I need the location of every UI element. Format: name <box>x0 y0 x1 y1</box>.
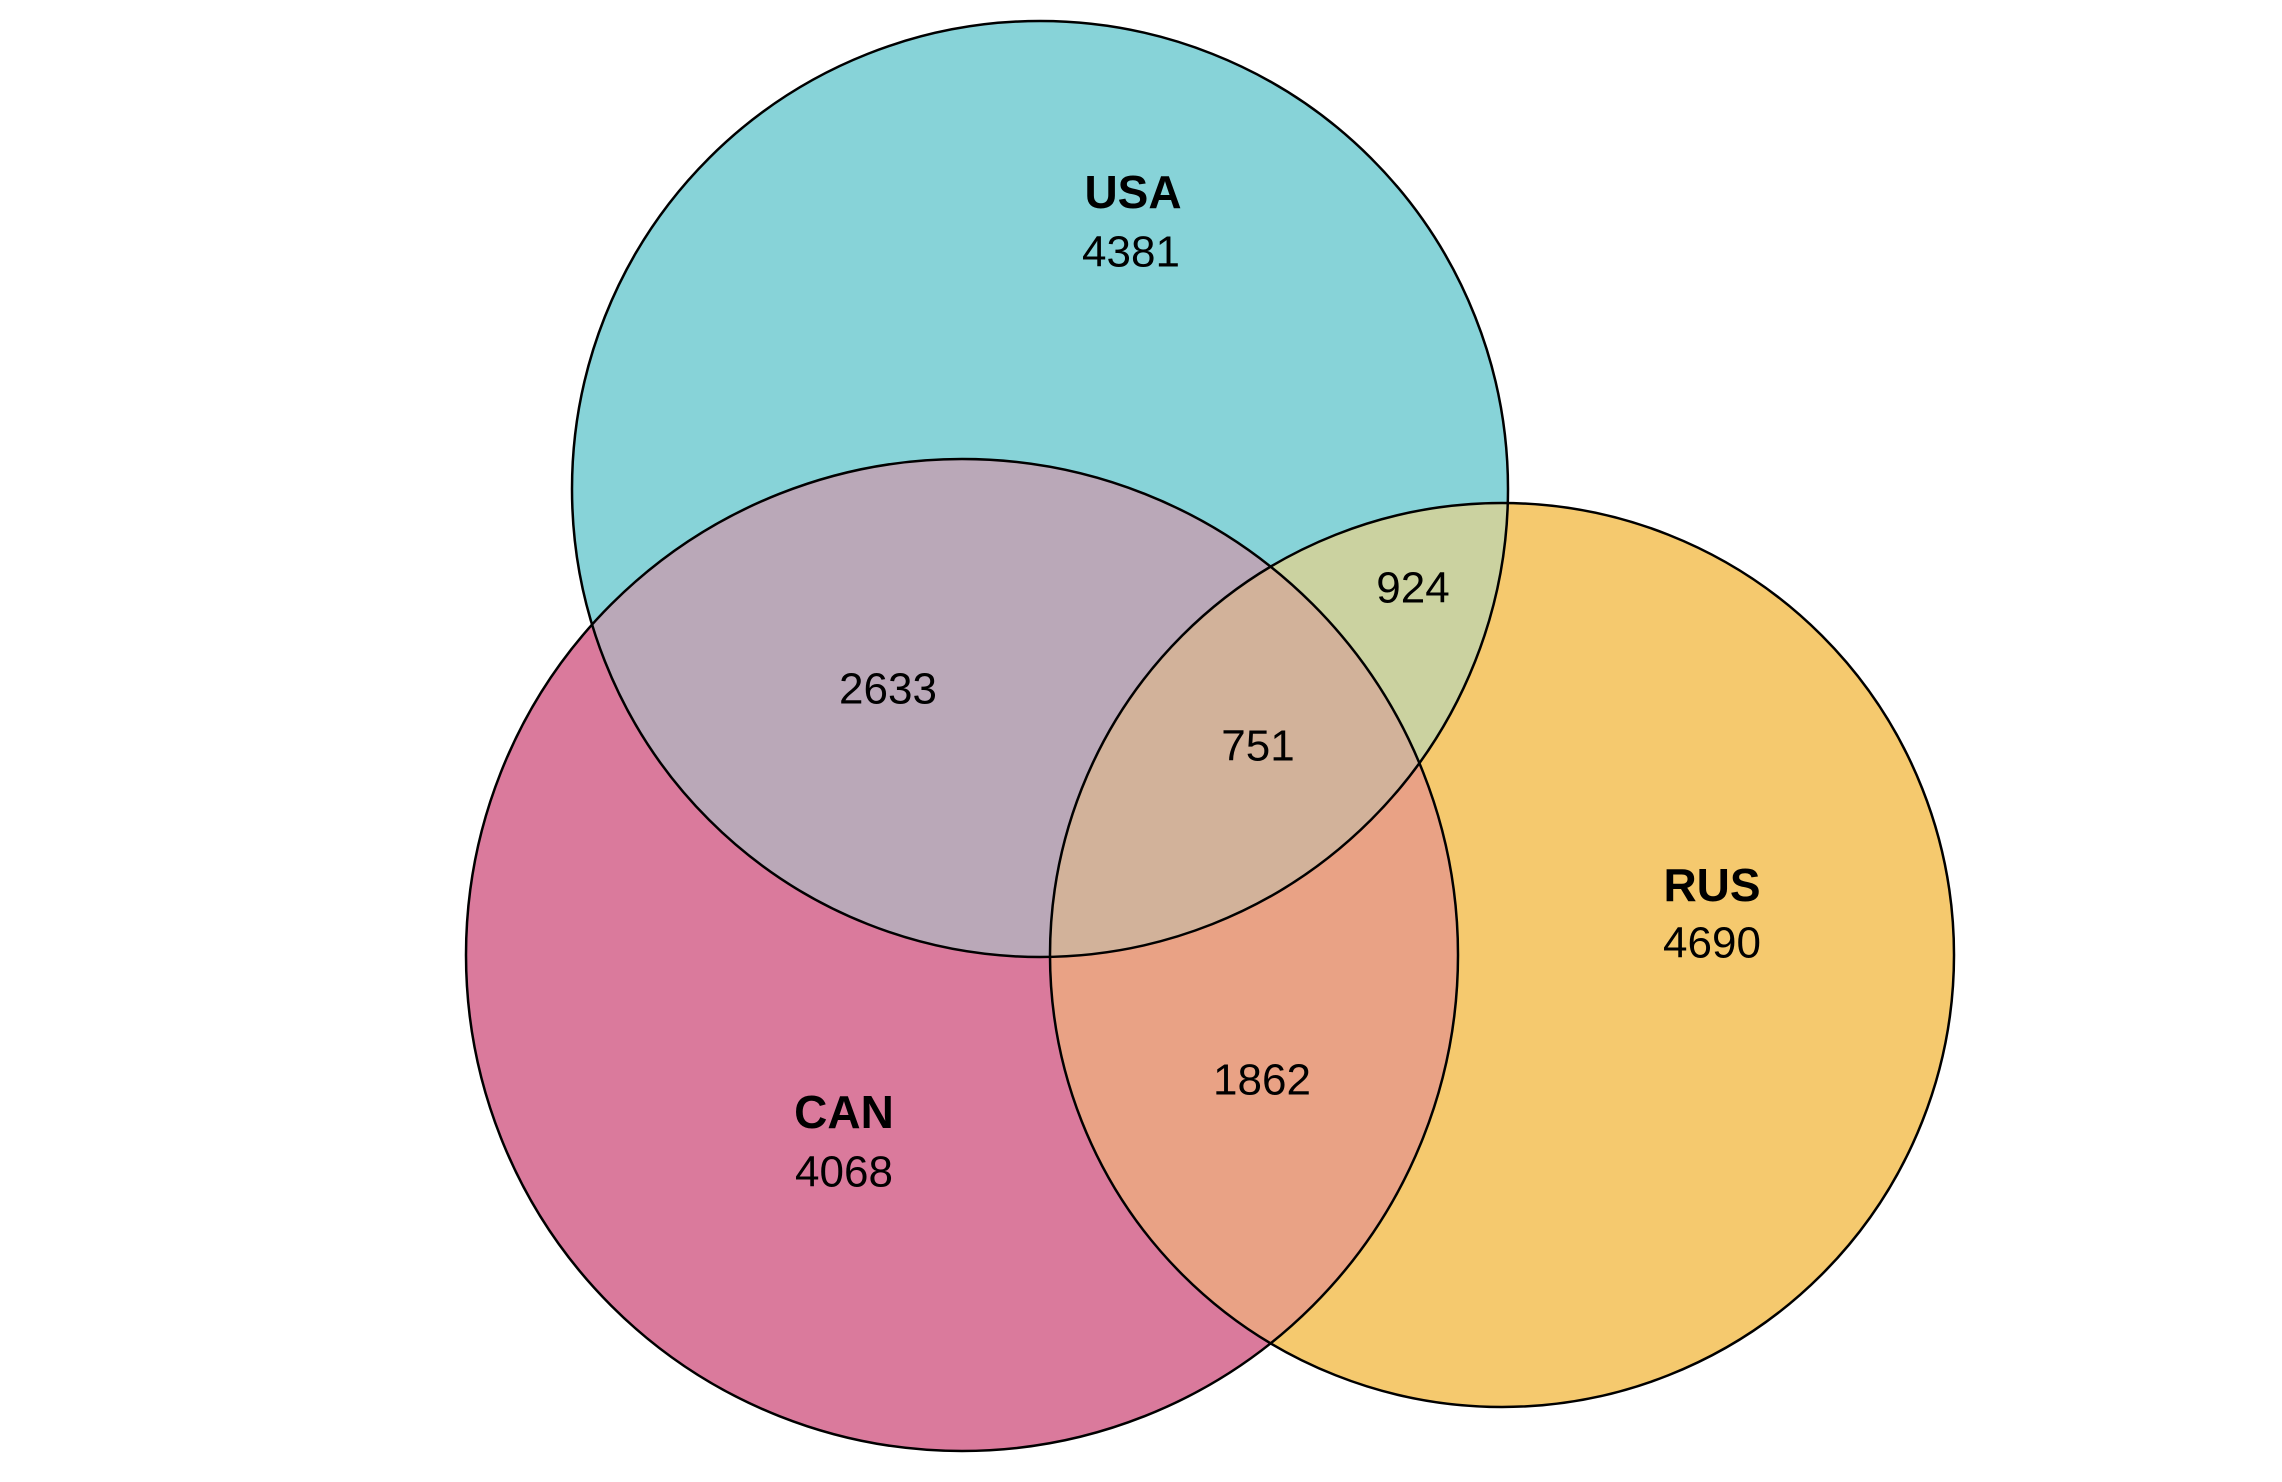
outline-rus <box>1048 501 1956 1409</box>
label-usa-can-rus: 751 <box>1221 722 1294 771</box>
label-rus-only: 4690 <box>1663 919 1761 968</box>
outline-can <box>464 457 1460 1453</box>
label-usa-name: USA <box>1084 166 1181 218</box>
label-usa-rus: 924 <box>1376 564 1449 613</box>
outline-usa <box>570 19 1510 959</box>
label-usa-only: 4381 <box>1082 228 1180 277</box>
label-rus-name: RUS <box>1663 859 1760 911</box>
label-can-name: CAN <box>794 1086 894 1138</box>
label-can-only: 4068 <box>795 1148 893 1197</box>
region-usa-can-rus <box>1050 503 1458 957</box>
label-can-rus: 1862 <box>1213 1056 1311 1105</box>
label-usa-can: 2633 <box>839 665 937 714</box>
